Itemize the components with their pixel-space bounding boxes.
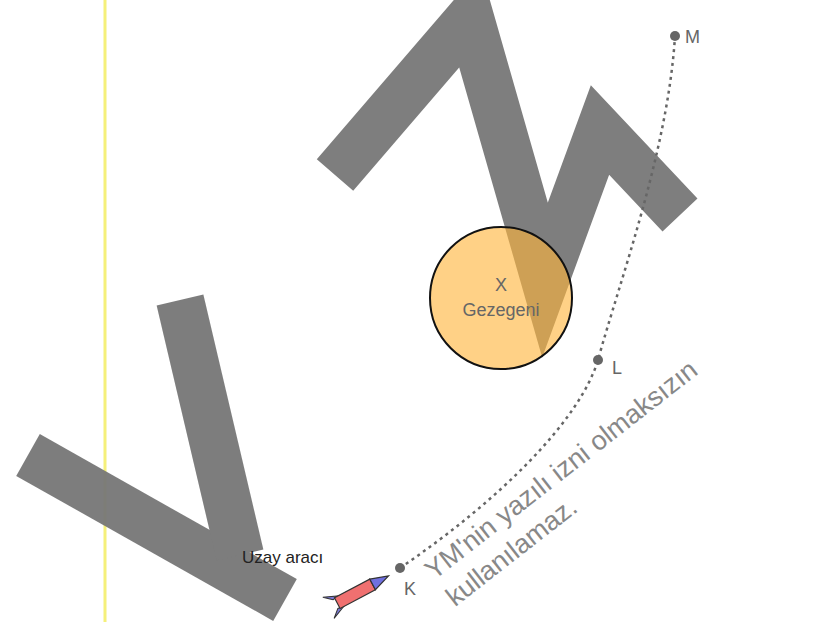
planet-circle: X Gezegeni [429,226,573,370]
point-label: M [685,27,700,48]
craft-label: Uzay aracı [242,548,323,568]
yellow-line [104,0,107,622]
point-dot [395,563,405,573]
planet-name: X Gezegeni [456,273,546,323]
point-dot [670,31,680,41]
point-label: L [612,358,622,379]
point-dot [593,355,603,365]
spacecraft [323,565,394,618]
point-label: K [404,579,416,600]
